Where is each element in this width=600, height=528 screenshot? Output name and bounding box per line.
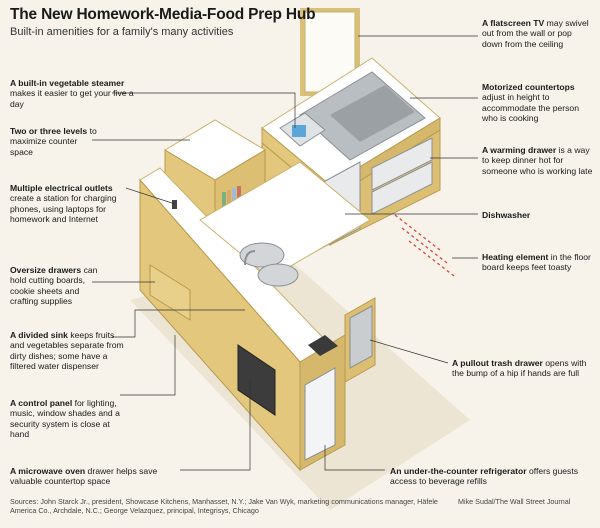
callout-levels: Two or three levels to maximize counter … [10,126,97,157]
callout-countertops: Motorized countertops adjust in height t… [482,82,579,124]
warming-drawer [371,137,433,191]
callout-sink: A divided sink keeps fruits and vegetabl… [10,330,124,372]
outlet [172,200,177,209]
heating-element [394,214,455,277]
trash-drawer [344,297,376,383]
callout-control-panel: A control panel for lighting, music, win… [10,398,120,440]
callout-drawers: Oversize drawers can hold cutting boards… [10,265,98,307]
callout-dishwasher: Dishwasher [482,210,531,220]
microwave-drawer [237,344,276,416]
island-counter [139,161,371,472]
callout-tv: A flatscreen TV may swivel out from the … [482,18,589,49]
divided-sink [239,242,285,268]
callout-trash-drawer: A pullout trash drawer opens with the bu… [452,358,587,379]
page-title: The New Homework-Media-Food Prep Hub [10,6,316,23]
leader-lines [92,35,478,471]
page-subtitle: Built-in amenities for a family's many a… [10,26,234,38]
flatscreen-tv [300,8,360,96]
callout-outlets: Multiple electrical outlets create a sta… [10,183,117,225]
under-counter-refrigerator [304,367,336,461]
sources-note: Sources: John Starck Jr., president, Sho… [10,497,438,515]
callout-refrigerator: An under-the-counter refrigerator offers… [390,466,578,487]
callout-heating: Heating element in the floor board keeps… [482,252,591,273]
credit-line: Mike Sudal/The Wall Street Journal [458,497,571,506]
callout-warming-drawer: A warming drawer is a way to keep dinner… [482,145,593,176]
callout-microwave: A microwave oven drawer helps save valua… [10,466,158,487]
oversize-drawer [149,264,191,321]
callout-steamer: A built-in vegetable steamer makes it ea… [10,78,134,109]
control-panel [308,335,338,356]
raised-level [164,119,266,231]
